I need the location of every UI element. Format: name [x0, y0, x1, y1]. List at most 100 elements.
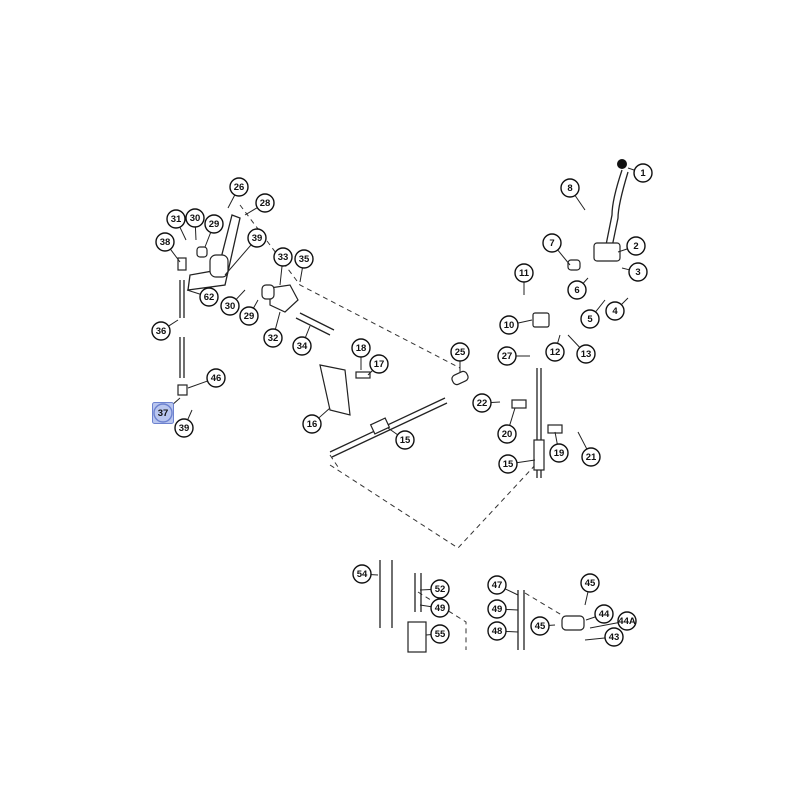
leader-line: [557, 334, 561, 344]
leader-line: [554, 431, 558, 444]
callout-number: 1: [640, 168, 646, 179]
callout-number: 49: [435, 603, 446, 614]
leader-line: [557, 250, 571, 266]
callout-15[interactable]: 15: [387, 427, 415, 450]
callout-circle: [199, 287, 219, 307]
callout-3[interactable]: 3: [621, 262, 648, 282]
callout-circle: [204, 214, 224, 234]
callout-circle: [626, 236, 646, 256]
callout-45[interactable]: 45: [580, 573, 600, 606]
callout-13[interactable]: 13: [567, 334, 596, 364]
callout-21[interactable]: 21: [577, 431, 601, 467]
callout-circle: [430, 598, 450, 618]
leader-line: [236, 289, 246, 300]
callout-number: 32: [268, 333, 279, 344]
callout-circle: [594, 604, 614, 624]
callout-18[interactable]: 18: [351, 338, 371, 370]
callout-number: 4: [612, 306, 618, 317]
callout-36[interactable]: 36: [151, 319, 179, 341]
callout-29[interactable]: 29: [239, 299, 259, 326]
leader-line: [621, 297, 629, 305]
callout-number: 20: [502, 429, 513, 440]
callout-17[interactable]: 17: [367, 354, 389, 376]
callout-number: 39: [179, 423, 190, 434]
callout-4[interactable]: 4: [605, 297, 629, 321]
callout-29[interactable]: 29: [204, 214, 224, 248]
callout-circle: [292, 336, 312, 356]
callout-11[interactable]: 11: [514, 263, 534, 295]
callout-45[interactable]: 45: [530, 616, 556, 636]
callout-circle: [487, 621, 507, 641]
callout-8[interactable]: 8: [560, 178, 586, 211]
callout-44[interactable]: 44: [585, 604, 614, 624]
callout-49[interactable]: 49: [419, 598, 450, 618]
callout-52[interactable]: 52: [419, 579, 450, 599]
callout-37[interactable]: 37: [152, 397, 181, 424]
callout-25[interactable]: 25: [450, 342, 470, 372]
callout-46[interactable]: 46: [187, 368, 226, 389]
cable-and-bracket: [319, 364, 469, 458]
callout-33[interactable]: 33: [273, 247, 293, 286]
callout-15[interactable]: 15: [498, 454, 536, 474]
callout-39[interactable]: 39: [224, 228, 267, 276]
leader-line: [279, 266, 283, 286]
callout-number: 13: [581, 349, 592, 360]
callout-35[interactable]: 35: [294, 249, 314, 283]
callout-number: 18: [356, 343, 367, 354]
lower-assembly: [379, 560, 585, 653]
callout-circle: [514, 263, 534, 283]
callout-circle: [174, 418, 194, 438]
callout-49[interactable]: 49: [487, 599, 519, 619]
callout-44A[interactable]: 44A: [589, 611, 637, 631]
leader-line: [595, 299, 606, 312]
callout-26[interactable]: 26: [227, 177, 249, 209]
callout-31[interactable]: 31: [166, 209, 187, 241]
callout-circle: [498, 454, 518, 474]
leader-line: [227, 195, 236, 209]
callout-20[interactable]: 20: [497, 407, 517, 444]
callout-number: 31: [171, 214, 182, 225]
callout-48[interactable]: 48: [487, 621, 519, 641]
callout-16[interactable]: 16: [302, 407, 331, 434]
callout-6[interactable]: 6: [567, 277, 589, 300]
callout-38[interactable]: 38: [155, 232, 181, 263]
callout-39[interactable]: 39: [174, 409, 194, 438]
callout-27[interactable]: 27: [497, 346, 530, 366]
callout-54[interactable]: 54: [352, 564, 379, 584]
callout-34[interactable]: 34: [292, 325, 312, 356]
callout-12[interactable]: 12: [545, 334, 565, 362]
callout-circle: [530, 616, 550, 636]
leader-line: [387, 427, 398, 435]
callout-19[interactable]: 19: [549, 431, 569, 463]
callout-1[interactable]: 1: [627, 163, 653, 183]
callout-47[interactable]: 47: [487, 575, 519, 596]
callout-number: 49: [492, 604, 503, 615]
callout-circle: [239, 306, 259, 326]
callout-55[interactable]: 55: [425, 624, 450, 644]
callout-22[interactable]: 22: [472, 393, 501, 413]
callout-circle: [497, 346, 517, 366]
callout-circle: [567, 280, 587, 300]
callout-2[interactable]: 2: [617, 236, 646, 256]
callout-43[interactable]: 43: [584, 627, 624, 647]
callout-7[interactable]: 7: [542, 233, 571, 266]
callout-5[interactable]: 5: [580, 299, 606, 329]
leader-line: [367, 370, 373, 376]
callout-number: 34: [297, 341, 308, 352]
callout-62[interactable]: 62: [186, 287, 219, 307]
callout-number: 55: [435, 629, 446, 640]
callout-10[interactable]: 10: [499, 315, 533, 335]
callout-30[interactable]: 30: [185, 208, 205, 241]
leader-line: [621, 267, 629, 271]
callout-number: 43: [609, 632, 620, 643]
callout-32[interactable]: 32: [263, 311, 283, 348]
callout-circle: [247, 228, 267, 248]
callout-30[interactable]: 30: [220, 289, 246, 316]
callout-circle: [185, 208, 205, 228]
callout-28[interactable]: 28: [244, 193, 275, 216]
leader-line: [583, 277, 589, 284]
leader-line: [170, 249, 181, 263]
callout-circle: [369, 354, 389, 374]
shift-lever-assembly: [511, 159, 629, 478]
